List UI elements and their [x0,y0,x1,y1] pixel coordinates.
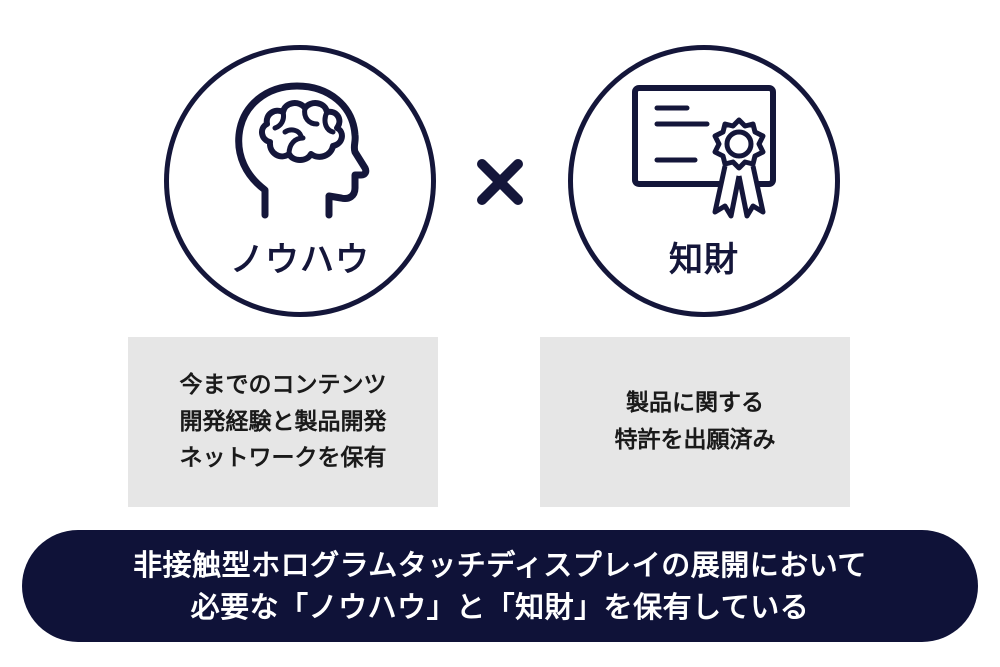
ip-description-line: 特許を出願済み [614,427,776,453]
times-icon [477,159,523,205]
summary-banner-line: 必要な「ノウハウ」と「知財」を保有している [190,590,810,624]
knowhow-description-box: 今までのコンテンツ 開発経験と製品開発 ネットワークを保有 [128,337,438,507]
ip-description-box: 製品に関する 特許を出願済み [540,337,850,507]
knowhow-circle: ノウハウ [164,45,436,317]
knowhow-description-line: 今までのコンテンツ [179,371,387,398]
knowhow-description: 今までのコンテンツ 開発経験と製品開発 ネットワークを保有 [180,367,387,477]
certificate-icon [632,85,776,219]
ip-description: 製品に関する 特許を出願済み [615,385,776,459]
summary-banner: 非接触型ホログラムタッチディスプレイの展開において 必要な「ノウハウ」と「知財」… [22,530,978,642]
ip-label: 知財 [669,240,739,280]
knowhow-label: ノウハウ [230,240,370,280]
ip-circle: 知財 [568,45,840,317]
brain-head-icon [235,82,370,219]
knowhow-description-line: 開発経験と製品開発 [179,408,387,435]
knowhow-description-line: ネットワークを保有 [179,445,387,472]
summary-banner-line: 非接触型ホログラムタッチディスプレイの展開において [133,547,867,582]
ip-description-line: 製品に関する [626,390,764,417]
